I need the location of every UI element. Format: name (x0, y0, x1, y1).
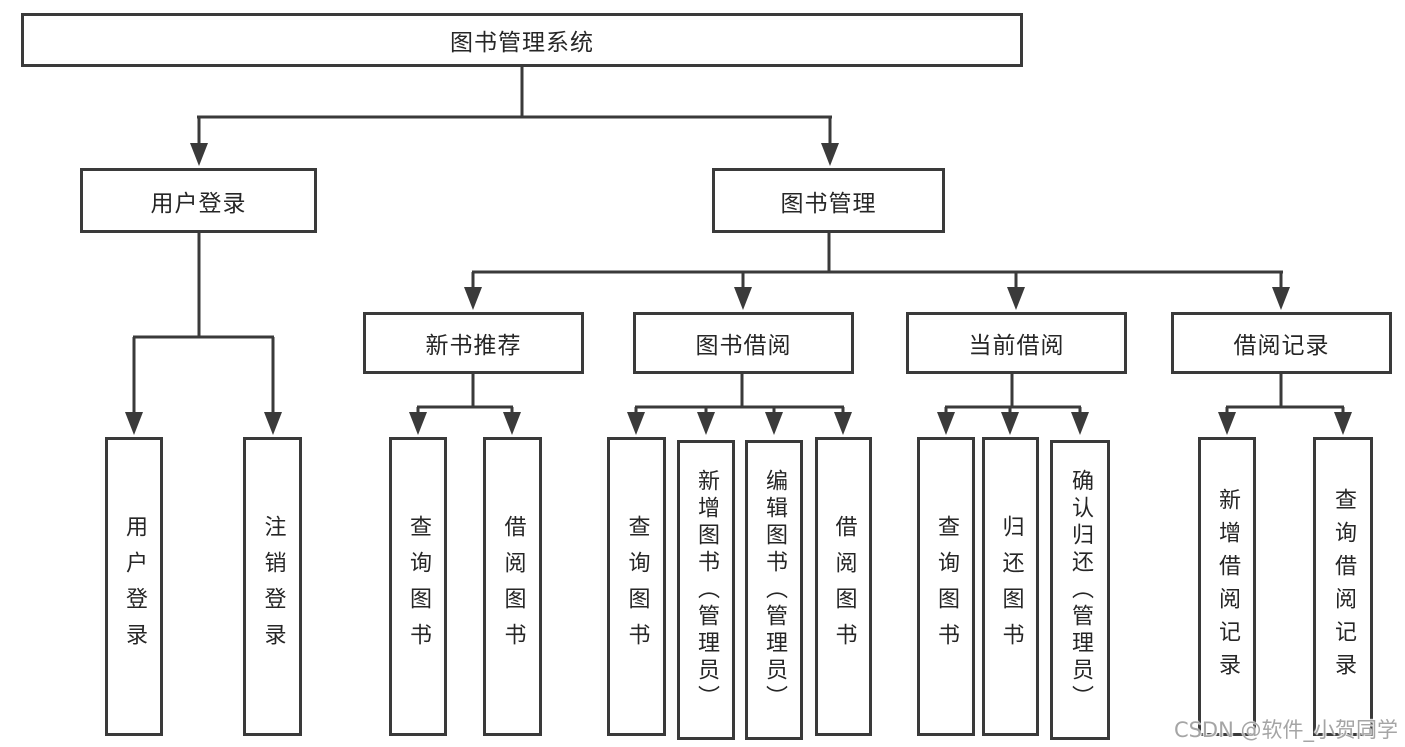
node-book-management: 图书管理 (712, 168, 945, 233)
leaf-confirm-return-admin: 确认归还（管理员） (1050, 440, 1110, 740)
node-book-borrowing: 图书借阅 (633, 312, 854, 374)
csdn-watermark: CSDN @软件_小贺同学 (1173, 718, 1398, 742)
node-new-book-recommendation: 新书推荐 (363, 312, 584, 374)
node-user-login: 用户登录 (80, 168, 317, 233)
leaf-edit-books-admin: 编辑图书（管理员） (745, 440, 803, 740)
node-current-borrowing: 当前借阅 (906, 312, 1127, 374)
node-borrowing-records: 借阅记录 (1171, 312, 1392, 374)
arrowheads (125, 143, 1352, 435)
leaf-query-books: 查询图书 (607, 437, 666, 736)
node-library-management-system: 图书管理系统 (21, 13, 1023, 67)
leaf-query-books: 查询图书 (389, 437, 447, 736)
leaf-borrow-books: 借阅图书 (483, 437, 542, 736)
leaf-query-books: 查询图书 (917, 437, 975, 736)
leaf-borrow-books: 借阅图书 (815, 437, 872, 736)
leaf-add-borrowing-record: 新增借阅记录 (1198, 437, 1256, 736)
leaf-add-books-admin: 新增图书（管理员） (677, 440, 735, 740)
leaf-user-login: 用户登录 (105, 437, 163, 736)
leaf-return-books: 归还图书 (982, 437, 1039, 736)
leaf-logout: 注销登录 (243, 437, 302, 736)
leaf-query-borrowing-record: 查询借阅记录 (1313, 437, 1373, 736)
